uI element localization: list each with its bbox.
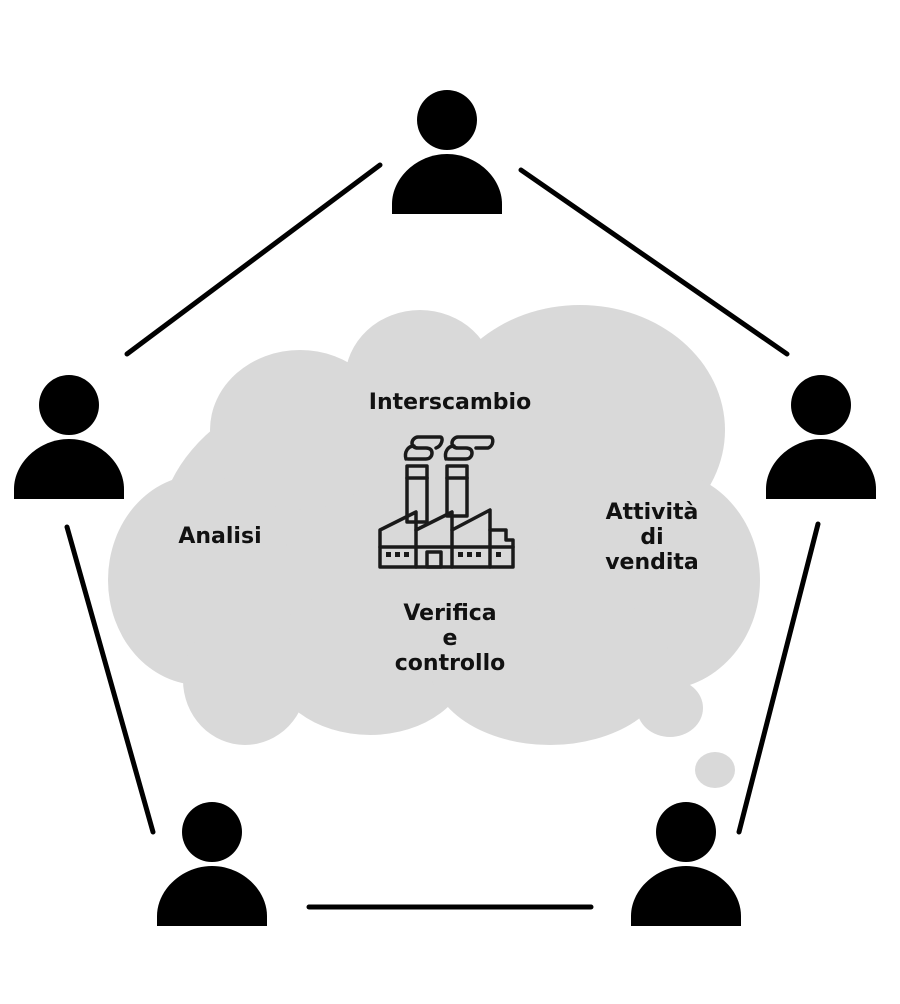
label-line: controllo xyxy=(394,651,506,676)
factory-icon xyxy=(378,435,515,569)
label-line: Verifica xyxy=(403,601,497,626)
label-line: vendita xyxy=(605,550,699,575)
edge-right-bottomright xyxy=(736,521,821,835)
team-members xyxy=(14,90,876,926)
label-line: e xyxy=(442,626,458,651)
thought-cloud xyxy=(108,305,760,788)
label-interscambio-text: Interscambio xyxy=(368,390,532,415)
edge-top-left xyxy=(124,162,383,357)
edge-left-bottomleft xyxy=(64,524,156,835)
label-line: di xyxy=(640,525,664,550)
person-icon xyxy=(14,375,124,499)
thought-bubble-small xyxy=(695,752,735,788)
edge-top-right xyxy=(518,167,790,357)
label-analisi-text: Analisi xyxy=(178,524,262,549)
person-icon xyxy=(392,90,502,214)
pentagon-edges xyxy=(64,162,821,910)
label-line: Attività xyxy=(605,500,699,525)
person-icon xyxy=(631,802,741,926)
label-attivita-di-vendita: Attività di vendita xyxy=(572,500,732,575)
label-analisi: Analisi xyxy=(150,524,290,549)
thought-bubble-large xyxy=(637,679,703,737)
label-verifica-e-controllo: Verifica e controllo xyxy=(360,601,540,676)
label-interscambio: Interscambio xyxy=(340,390,560,415)
person-icon xyxy=(157,802,267,926)
person-icon xyxy=(766,375,876,499)
